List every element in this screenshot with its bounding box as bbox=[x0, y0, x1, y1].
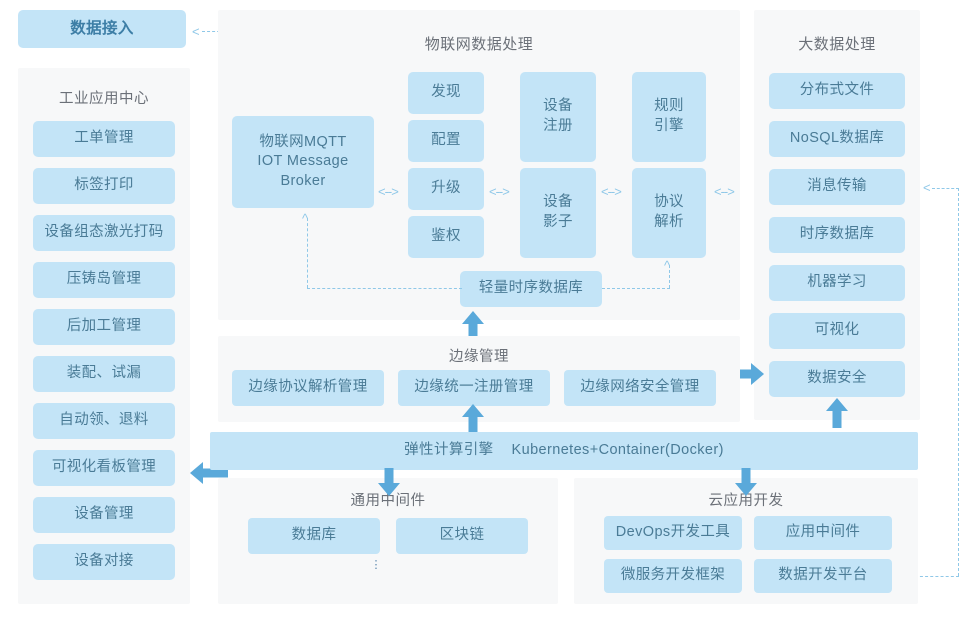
app-item-assembly-leak-test[interactable]: 装配、试漏 bbox=[33, 356, 175, 392]
bigdata-item-nosql[interactable]: NoSQL数据库 bbox=[769, 121, 905, 157]
broker-line-1: 物联网MQTT bbox=[259, 133, 347, 150]
app-item-device-docking[interactable]: 设备对接 bbox=[33, 544, 175, 580]
broker-line-2: IOT Message bbox=[257, 153, 349, 170]
arrowhead-up-broker: ^ bbox=[302, 211, 309, 226]
bidir-ops-shadow: <--> bbox=[489, 184, 510, 199]
middleware-item-blockchain[interactable]: 区块链 bbox=[396, 518, 528, 554]
arrowhead-left-message-transport: < bbox=[923, 180, 931, 195]
light-tsdb-node[interactable]: 轻量时序数据库 bbox=[460, 271, 602, 307]
device-shadow-line-2: 影子 bbox=[543, 214, 573, 230]
protocol-parse-node[interactable]: 协议 解析 bbox=[632, 168, 706, 258]
arrowhead-left-dataaccess: < bbox=[192, 24, 200, 39]
edge-item-network-security[interactable]: 边缘网络安全管理 bbox=[564, 370, 716, 406]
edge-item-protocol-parse[interactable]: 边缘协议解析管理 bbox=[232, 370, 384, 406]
cloudapp-item-devops[interactable]: DevOps开发工具 bbox=[604, 516, 742, 550]
app-item-device-management[interactable]: 设备管理 bbox=[33, 497, 175, 533]
iot-op-upgrade[interactable]: 升级 bbox=[408, 168, 484, 210]
bigdata-item-machine-learning[interactable]: 机器学习 bbox=[769, 265, 905, 301]
broker-line-3: Broker bbox=[280, 172, 326, 189]
arrow-compute-to-edge bbox=[460, 404, 486, 434]
connector-tsdb-protocol-vertical bbox=[669, 265, 670, 288]
middleware-more-indicator: ⋮ bbox=[370, 559, 382, 571]
cloudapp-item-app-middleware[interactable]: 应用中间件 bbox=[754, 516, 892, 550]
connector-tsdb-broker-vertical bbox=[307, 218, 308, 288]
data-access-node[interactable]: 数据接入 bbox=[18, 10, 186, 48]
device-shadow-line-1: 设备 bbox=[543, 194, 573, 211]
cloudapp-item-data-platform[interactable]: 数据开发平台 bbox=[754, 559, 892, 593]
iot-op-auth[interactable]: 鉴权 bbox=[408, 216, 484, 258]
app-item-laser-marking[interactable]: 设备组态激光打码 bbox=[33, 215, 175, 251]
compute-engine-label-cn: 弹性计算引擎 bbox=[404, 442, 494, 459]
iot-op-configure[interactable]: 配置 bbox=[408, 120, 484, 162]
bigdata-item-data-security[interactable]: 数据安全 bbox=[769, 361, 905, 397]
cloud-app-dev-title: 云应用开发 bbox=[708, 493, 784, 509]
connector-tsdb-broker-horizontal bbox=[307, 288, 462, 289]
rule-engine-line-2: 引擎 bbox=[654, 118, 684, 134]
bidir-broker-ops: <--> bbox=[378, 184, 399, 199]
protocol-parse-line-1: 协议 bbox=[654, 194, 684, 211]
arrow-compute-to-appcenter bbox=[190, 460, 228, 486]
iot-op-discover[interactable]: 发现 bbox=[408, 72, 484, 114]
big-data-processing-panel bbox=[754, 10, 920, 420]
bigdata-item-tsdb[interactable]: 时序数据库 bbox=[769, 217, 905, 253]
iot-data-processing-title: 物联网数据处理 bbox=[424, 36, 534, 53]
edge-item-unified-register[interactable]: 边缘统一注册管理 bbox=[398, 370, 550, 406]
middleware-item-database[interactable]: 数据库 bbox=[248, 518, 380, 554]
bigdata-item-distributed-file[interactable]: 分布式文件 bbox=[769, 73, 905, 109]
compute-engine-label-en: Kubernetes+Container(Docker) bbox=[511, 442, 724, 459]
connector-tsdb-protocol-horizontal bbox=[602, 288, 670, 289]
rule-engine-line-1: 规则 bbox=[654, 98, 684, 115]
bigdata-item-message-transport[interactable]: 消息传输 bbox=[769, 169, 905, 205]
connector-message-to-datadev-bottom bbox=[889, 576, 959, 577]
rule-engine-node[interactable]: 规则 引擎 bbox=[632, 72, 706, 162]
elastic-compute-engine-bar[interactable]: 弹性计算引擎 Kubernetes+Container(Docker) bbox=[210, 432, 918, 470]
arrow-compute-to-bigdata bbox=[824, 398, 850, 428]
arrow-edge-to-tsdb bbox=[460, 311, 486, 339]
iot-mqtt-broker-node[interactable]: 物联网MQTT IOT Message Broker bbox=[232, 116, 374, 208]
arrow-compute-to-middleware bbox=[376, 468, 402, 496]
app-item-visual-dashboard[interactable]: 可视化看板管理 bbox=[33, 450, 175, 486]
protocol-parse-line-2: 解析 bbox=[654, 214, 684, 230]
edge-management-title: 边缘管理 bbox=[449, 349, 509, 365]
device-register-line-2: 注册 bbox=[543, 118, 573, 134]
app-item-post-processing[interactable]: 后加工管理 bbox=[33, 309, 175, 345]
connector-message-to-datadev-top bbox=[932, 188, 959, 189]
connector-message-to-datadev-vertical bbox=[958, 188, 959, 576]
common-middleware-title: 通用中间件 bbox=[350, 493, 426, 509]
bigdata-item-visualization[interactable]: 可视化 bbox=[769, 313, 905, 349]
app-item-die-casting[interactable]: 压铸岛管理 bbox=[33, 262, 175, 298]
device-register-node[interactable]: 设备 注册 bbox=[520, 72, 596, 162]
bidir-shadow-protocol: <--> bbox=[601, 184, 622, 199]
cloudapp-item-microservice[interactable]: 微服务开发框架 bbox=[604, 559, 742, 593]
app-item-work-order[interactable]: 工单管理 bbox=[33, 121, 175, 157]
app-item-label-print[interactable]: 标签打印 bbox=[33, 168, 175, 204]
app-item-auto-material[interactable]: 自动领、退料 bbox=[33, 403, 175, 439]
big-data-processing-title: 大数据处理 bbox=[798, 36, 876, 53]
arrow-compute-to-cloudapp bbox=[733, 468, 759, 496]
arrowhead-up-protocol: ^ bbox=[664, 258, 671, 273]
industrial-app-center-title: 工业应用中心 bbox=[59, 91, 149, 107]
device-shadow-node[interactable]: 设备 影子 bbox=[520, 168, 596, 258]
device-register-line-1: 设备 bbox=[543, 98, 573, 115]
bidir-protocol-bigdata: <--> bbox=[714, 184, 735, 199]
